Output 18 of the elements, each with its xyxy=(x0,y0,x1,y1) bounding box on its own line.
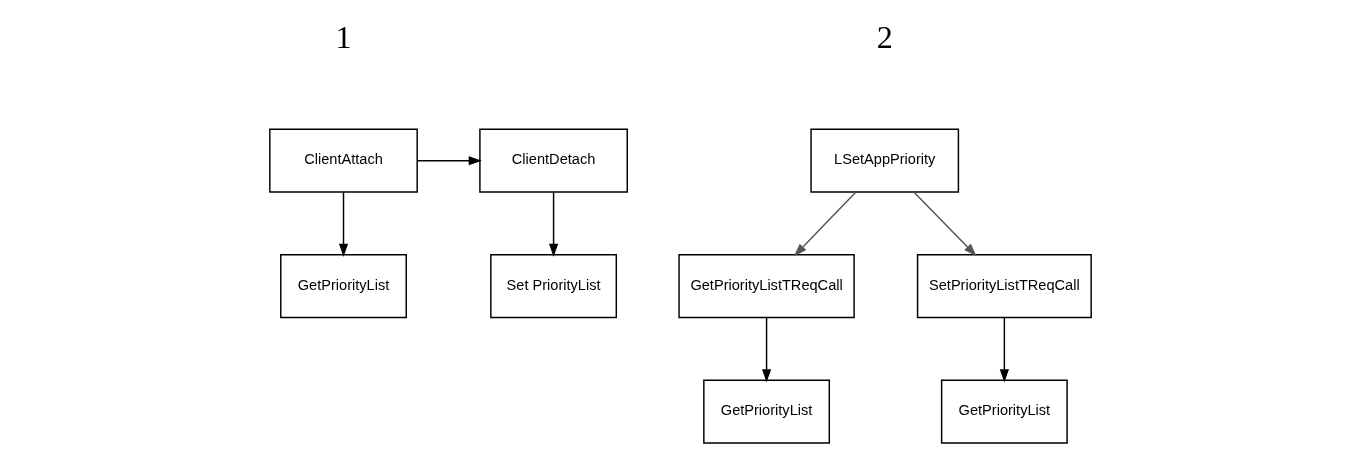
node-box: LSetAppPriority xyxy=(810,128,960,193)
arrow xyxy=(761,317,772,383)
label: 1 xyxy=(335,19,352,56)
node-box: ClientDetach xyxy=(479,128,628,193)
arrow xyxy=(913,191,977,257)
arrow xyxy=(793,191,857,257)
label: 2 xyxy=(876,19,893,56)
node-box: GetPriorityList xyxy=(280,254,407,319)
node-box: Set PriorityList xyxy=(490,254,618,319)
arrow xyxy=(338,191,349,257)
node-box: ClientAttach xyxy=(269,128,418,193)
node-box: GetPriorityListTReqCall xyxy=(678,254,855,319)
arrow xyxy=(549,191,559,257)
arrow xyxy=(416,156,482,166)
arrow xyxy=(999,317,1009,383)
node-box: GetPriorityList xyxy=(703,379,831,444)
node-box: GetPriorityList xyxy=(940,379,1068,444)
node-box: SetPriorityListTReqCall xyxy=(916,254,1092,319)
